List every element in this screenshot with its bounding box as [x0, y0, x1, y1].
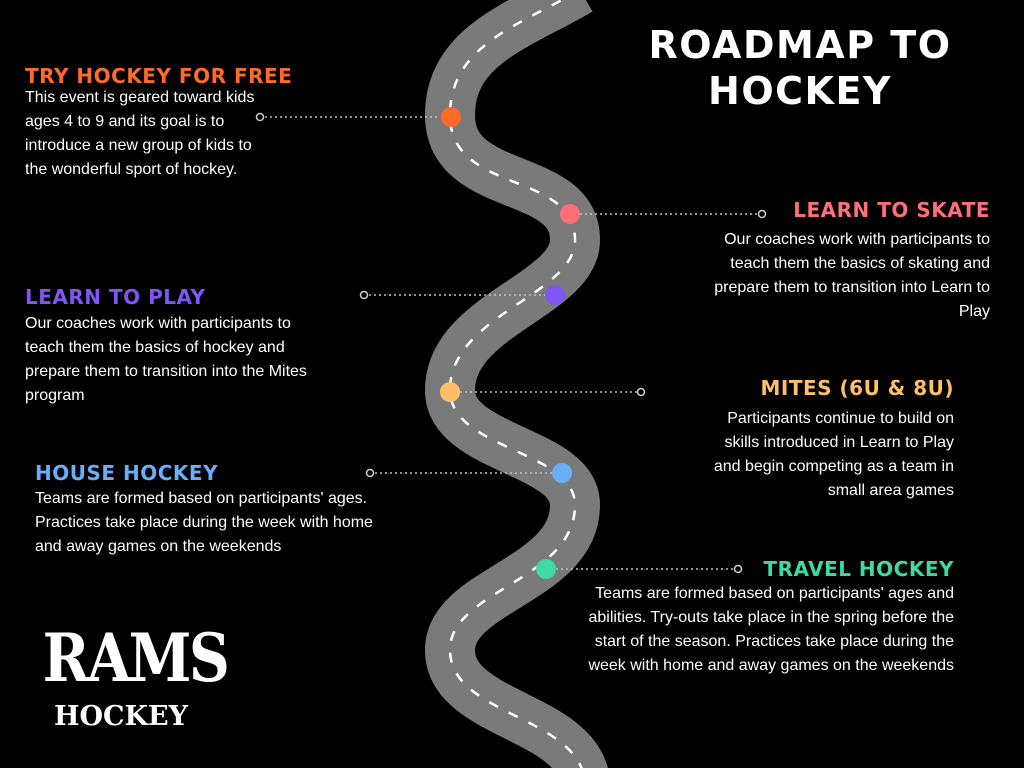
milestone-dot-mites [440, 382, 460, 402]
step-title-learn-to-play: LEARN TO PLAY [25, 285, 206, 309]
step-description-learn-to-play: Our coaches work with participants to te… [25, 315, 307, 404]
road-path [424, 0, 608, 768]
step-description-mites: Participants continue to build on skills… [713, 410, 954, 499]
step-title-try-hockey: TRY HOCKEY FOR FREE [25, 64, 293, 88]
step-title-travel-hockey: TRAVEL HOCKEY [763, 557, 954, 581]
milestone-dot-travel-hockey [536, 559, 556, 579]
step-title-house-hockey: HOUSE HOCKEY [35, 461, 219, 485]
logo-hockey-text: HOCKEY [54, 701, 188, 732]
step-description-try-hockey: This event is geared toward kids ages 4 … [25, 89, 255, 178]
step-title-mites: MITES (6U & 8U) [760, 376, 954, 400]
step-title-learn-to-skate: LEARN TO SKATE [793, 198, 990, 222]
connector-mites [460, 387, 646, 397]
connector-learn-to-skate [580, 209, 767, 219]
step-description-travel-hockey: Teams are formed based on participants' … [588, 585, 954, 674]
page-title: ROADMAP TO HOCKEY [648, 23, 952, 113]
milestone-dot-learn-to-play [545, 285, 565, 305]
connector-learn-to-play [359, 290, 545, 300]
connector-house-hockey [365, 468, 552, 478]
logo-rams-text: RAMS [42, 619, 230, 697]
milestone-dot-try-hockey [441, 107, 461, 127]
connector-travel-hockey [556, 564, 743, 574]
milestone-dot-house-hockey [552, 463, 572, 483]
step-description-house-hockey: Teams are formed based on participants' … [35, 490, 373, 555]
connector-try-hockey [255, 112, 440, 122]
milestone-dot-learn-to-skate [560, 204, 580, 224]
step-description-learn-to-skate: Our coaches work with participants to te… [714, 231, 990, 320]
